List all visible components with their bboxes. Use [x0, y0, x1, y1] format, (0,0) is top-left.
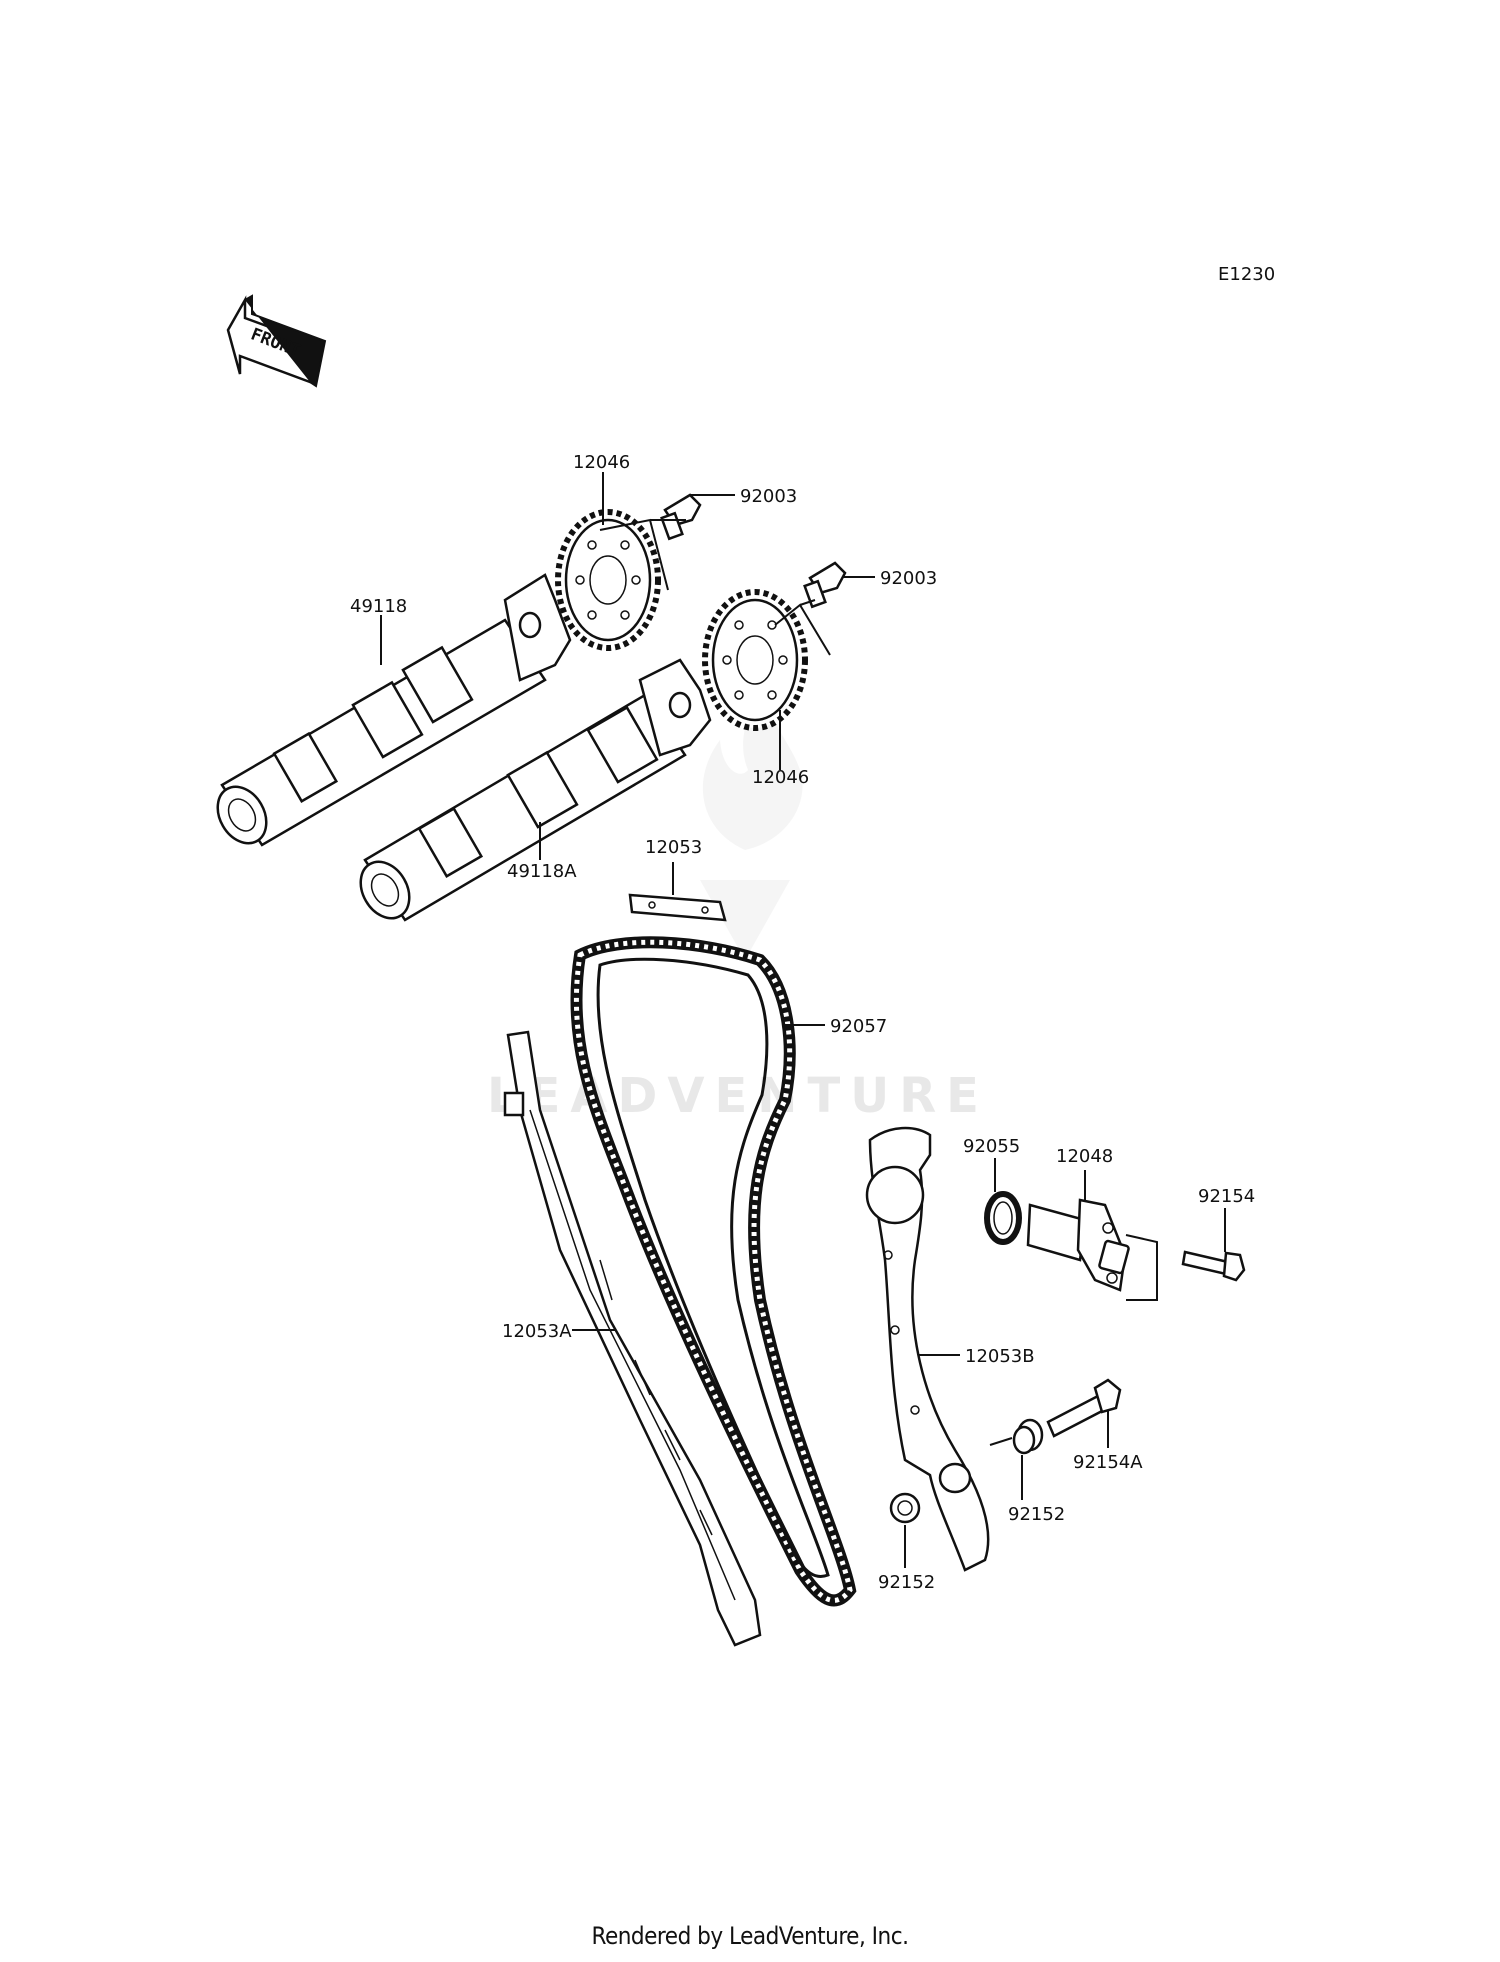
bolt-92003-right[interactable] — [803, 561, 847, 609]
label-92152-right[interactable]: 92152 — [1008, 1504, 1065, 1525]
bolt-92154[interactable] — [1181, 1250, 1246, 1282]
chain-guide-12053[interactable] — [628, 893, 727, 922]
label-12053[interactable]: 12053 — [645, 837, 702, 858]
o-ring-92055[interactable] — [984, 1191, 1022, 1245]
leader-lines — [380, 472, 1226, 1568]
camshaft-49118A[interactable] — [351, 658, 712, 927]
watermark-logo-icon — [700, 690, 803, 960]
diagram-code: E1230 — [1218, 264, 1275, 285]
chain-guide-12053A[interactable] — [503, 1030, 762, 1647]
label-12046-bottom[interactable]: 12046 — [752, 767, 809, 788]
label-12053B[interactable]: 12053B — [965, 1346, 1035, 1367]
label-92055[interactable]: 92055 — [963, 1136, 1020, 1157]
tensioner-12048[interactable] — [1026, 1198, 1130, 1292]
footer-credit: Rendered by LeadVenture, Inc. — [591, 1922, 909, 1950]
collar-92152-right[interactable] — [1012, 1418, 1044, 1455]
label-92003-top[interactable]: 92003 — [740, 486, 797, 507]
sprocket-12046-bottom[interactable] — [702, 589, 808, 731]
label-49118[interactable]: 49118 — [350, 596, 407, 617]
label-92152-bottom[interactable]: 92152 — [878, 1572, 935, 1593]
label-92057[interactable]: 92057 — [830, 1016, 887, 1037]
label-92154A[interactable]: 92154A — [1073, 1452, 1143, 1473]
label-49118A[interactable]: 49118A — [507, 861, 577, 882]
label-92154[interactable]: 92154 — [1198, 1186, 1255, 1207]
watermark-text: LEADVENTURE — [487, 1068, 989, 1124]
front-arrow-icon[interactable]: FRONT — [226, 294, 327, 388]
sprocket-12046-top[interactable] — [555, 509, 661, 651]
label-12048[interactable]: 12048 — [1056, 1146, 1113, 1167]
label-92003-right[interactable]: 92003 — [880, 568, 937, 589]
label-12053A[interactable]: 12053A — [502, 1321, 572, 1342]
watermark: LEADVENTURE — [487, 690, 989, 1124]
chain-guide-12053B[interactable] — [865, 1126, 990, 1572]
bolt-92003-top[interactable] — [660, 493, 702, 541]
label-12046-top[interactable]: 12046 — [573, 452, 630, 473]
timing-chain-92057[interactable] — [570, 936, 857, 1607]
camshaft-49118[interactable] — [208, 573, 572, 852]
collar-92152-bottom[interactable] — [889, 1492, 921, 1524]
bolt-92154A[interactable] — [1046, 1378, 1122, 1438]
